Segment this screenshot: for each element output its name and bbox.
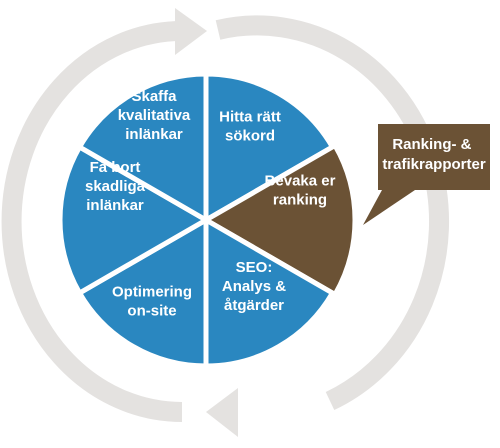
cycle-arrowhead-top-icon xyxy=(175,8,207,55)
segment-label-seo-analys-atgarder: SEO: Analys & åtgärder xyxy=(222,259,286,314)
segment-label-line: on-site xyxy=(127,303,176,320)
callout-label: Ranking- & trafikrapporter xyxy=(382,136,486,173)
segment-label-optimering-on-site: Optimering on-site xyxy=(112,284,192,320)
segment-label-line: sökord xyxy=(225,128,275,145)
segment-label-skaffa-kvalitativa-inlankar: Skaffa kvalitativa inlänkar xyxy=(118,88,191,143)
segment-label-line: Få bort xyxy=(90,159,141,176)
segment-label-line: Bevaka er xyxy=(265,173,336,190)
segment-label-line: skadliga xyxy=(85,178,146,195)
segment-label-line: SEO: xyxy=(236,259,273,276)
segment-skaffa-kvalitativa-inlankar xyxy=(77,71,209,223)
segment-label-fa-bort-skadliga-inlankar: Få bort skadliga inlänkar xyxy=(85,159,146,214)
segment-label-line: Analys & xyxy=(222,278,286,295)
segment-label-line: ranking xyxy=(273,192,327,209)
callout-line-1: Ranking- & xyxy=(392,136,471,153)
segment-label-line: inlänkar xyxy=(86,197,144,214)
segment-hitta-ratt-sokord xyxy=(203,71,335,223)
segment-label-line: Optimering xyxy=(112,284,192,301)
segment-bevaka-er-ranking xyxy=(203,143,358,297)
cycle-arrowhead-bottom-icon xyxy=(206,388,238,437)
segment-label-line: Skaffa xyxy=(131,88,177,105)
segment-label-line: inlänkar xyxy=(125,126,183,143)
segment-label-bevaka-er-ranking: Bevaka er ranking xyxy=(265,173,336,209)
segment-fa-bort-skadliga-inlankar xyxy=(57,144,209,296)
cycle-arrow-ring-left xyxy=(1,21,183,422)
segment-label-line: Hitta rätt xyxy=(219,109,281,126)
segment-label-hitta-ratt-sokord: Hitta rätt sökord xyxy=(219,109,281,145)
segment-optimering-on-site xyxy=(77,217,209,369)
callout-box xyxy=(363,124,490,225)
callout-ranking-trafikrapporter: Ranking- & trafikrapporter xyxy=(363,124,490,225)
segment-label-line: kvalitativa xyxy=(118,107,191,124)
callout-line-2: trafikrapporter xyxy=(382,156,486,173)
segment-label-line: åtgärder xyxy=(224,297,284,314)
segment-seo-analys-atgarder xyxy=(203,217,335,369)
